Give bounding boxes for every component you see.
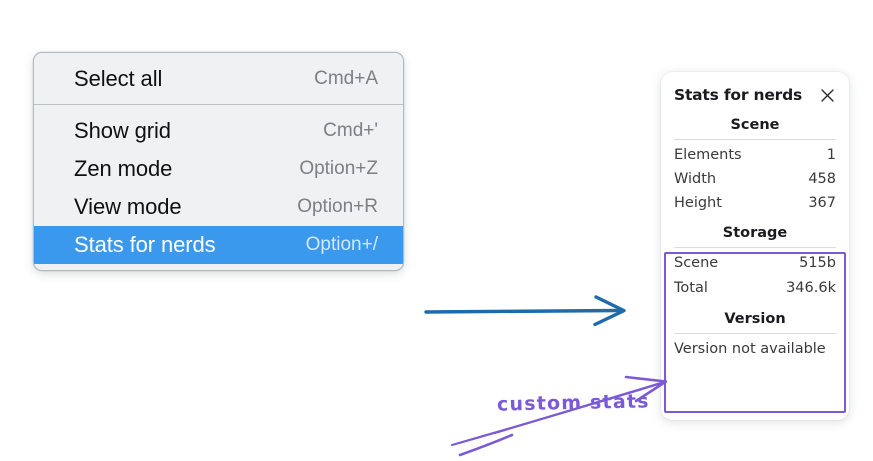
stat-value: 346.6k — [786, 279, 836, 296]
stat-row: Height 367 — [674, 191, 836, 215]
menu-item-select-all[interactable]: Select all Cmd+A — [34, 60, 403, 98]
section-divider — [674, 332, 836, 334]
menu-item-shortcut: Option+Z — [299, 158, 378, 179]
menu-item-label: Stats for nerds — [74, 232, 216, 257]
menu-group-1: Select all Cmd+A — [34, 53, 403, 104]
menu-group-2: Show grid Cmd+' Zen mode Option+Z View m… — [34, 104, 403, 270]
stat-value: 367 — [808, 195, 836, 212]
stat-key: Total — [674, 279, 708, 296]
menu-item-shortcut: Cmd+A — [314, 68, 378, 89]
menu-item-shortcut: Option+R — [297, 196, 378, 217]
panel-header: Stats for nerds — [661, 72, 849, 112]
context-menu[interactable]: Select all Cmd+A Show grid Cmd+' Zen mod… — [33, 52, 404, 271]
stat-row: Width 458 — [674, 167, 836, 191]
section-divider — [674, 139, 836, 140]
annotation-label-custom-stats: custom stats — [496, 390, 650, 416]
menu-item-shortcut: Option+/ — [305, 234, 378, 255]
stat-value: 515b — [799, 255, 836, 272]
stat-value: 458 — [808, 171, 836, 188]
annotation-arrow-icon — [450, 375, 668, 457]
stats-for-nerds-panel[interactable]: Stats for nerds Scene Elements 1 Width 4… — [661, 72, 849, 420]
stat-row: Total 346.6k — [674, 276, 836, 300]
menu-item-shortcut: Cmd+' — [323, 120, 378, 141]
section-heading-storage: Storage — [722, 225, 788, 242]
menu-item-label: Show grid — [74, 118, 171, 143]
menu-item-view-mode[interactable]: View mode Option+R — [34, 188, 403, 226]
panel-body: Scene Elements 1 Width 458 Height 367 St… — [661, 112, 849, 369]
stat-row: Elements 1 — [674, 143, 836, 167]
stat-key: Elements — [674, 147, 742, 163]
menu-item-show-grid[interactable]: Show grid Cmd+' — [34, 112, 403, 150]
menu-item-zen-mode[interactable]: Zen mode Option+Z — [34, 150, 403, 188]
flow-arrow-icon — [424, 295, 626, 327]
panel-title: Stats for nerds — [674, 86, 803, 104]
close-icon[interactable] — [819, 87, 836, 104]
section-divider — [674, 247, 836, 249]
menu-item-stats-for-nerds[interactable]: Stats for nerds Option+/ — [34, 226, 403, 264]
menu-item-label: Zen mode — [74, 156, 173, 181]
stat-row: Scene 515b — [674, 251, 836, 275]
stat-key: Height — [674, 195, 722, 212]
section-heading-scene: Scene — [730, 117, 780, 133]
stat-key: Scene — [674, 255, 719, 272]
stat-key: Width — [674, 171, 717, 188]
menu-item-label: Select all — [74, 66, 163, 91]
version-status-text: Version not available — [674, 340, 826, 357]
stat-value: 1 — [826, 147, 836, 163]
menu-item-label: View mode — [74, 194, 182, 219]
section-heading-version: Version — [724, 310, 786, 327]
